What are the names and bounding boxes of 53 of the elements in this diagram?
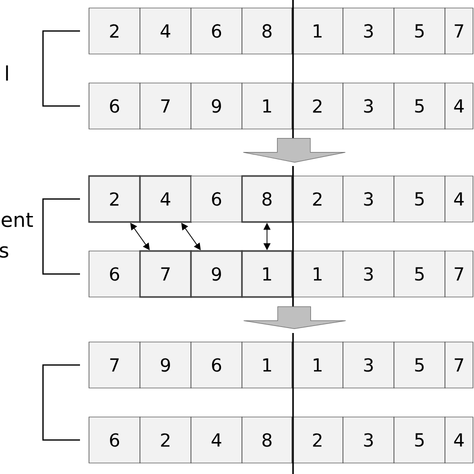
number-cell: 7 [444, 250, 474, 298]
number-cell: 2 [292, 82, 344, 130]
down-arrow [243, 138, 346, 163]
number-cell: 6 [190, 8, 242, 54]
number-cell: 6 [190, 342, 242, 388]
number-cell: 3 [342, 8, 394, 54]
number-cell: 2 [140, 416, 192, 464]
number-cell: 5 [394, 342, 446, 388]
number-cell: 9 [140, 342, 192, 388]
number-cell: 9 [190, 250, 243, 298]
number-cell: 4 [190, 416, 242, 464]
number-cell: 1 [241, 250, 293, 298]
down-arrow [243, 306, 346, 329]
number-cell: 8 [242, 416, 292, 464]
number-cell: 6 [88, 250, 140, 298]
number-cell: 5 [394, 416, 446, 464]
number-cell: 4 [444, 416, 474, 464]
number-cell: 1 [292, 8, 344, 54]
number-cell: 4 [444, 82, 474, 130]
number-cell: 3 [342, 342, 394, 388]
number-cell: 7 [139, 250, 192, 298]
number-cell: 4 [139, 175, 192, 223]
number-cell: 2 [88, 175, 141, 223]
number-cell: 2 [292, 416, 344, 464]
number-cell: 3 [342, 176, 394, 222]
side-label: s [0, 246, 8, 258]
number-cell: 5 [394, 82, 446, 130]
number-cell: 6 [190, 176, 242, 222]
number-cell: 2 [88, 8, 140, 54]
number-cell: 1 [242, 82, 292, 130]
number-cell: 2 [292, 176, 344, 222]
number-cell: 6 [88, 416, 140, 464]
number-cell: 1 [292, 342, 344, 388]
number-cell: 9 [190, 82, 242, 130]
number-cell: 8 [242, 8, 292, 54]
number-cell: 4 [140, 8, 192, 54]
number-cell: 3 [342, 250, 394, 298]
number-cell: 3 [342, 82, 394, 130]
number-cell: 5 [394, 176, 446, 222]
side-label: l [6, 65, 8, 81]
number-cell: 4 [444, 176, 474, 222]
number-cell: 1 [292, 250, 344, 298]
number-cell: 7 [444, 8, 474, 54]
number-cell: 1 [242, 342, 292, 388]
number-cell: 7 [140, 82, 192, 130]
number-cell: 7 [88, 342, 140, 388]
number-cell: 5 [394, 250, 446, 298]
number-cell: 3 [342, 416, 394, 464]
number-cell: 7 [444, 342, 474, 388]
number-cell: 5 [394, 8, 446, 54]
number-cell: 6 [88, 82, 140, 130]
number-cell: 8 [241, 175, 293, 223]
side-label: ent [2, 212, 33, 228]
